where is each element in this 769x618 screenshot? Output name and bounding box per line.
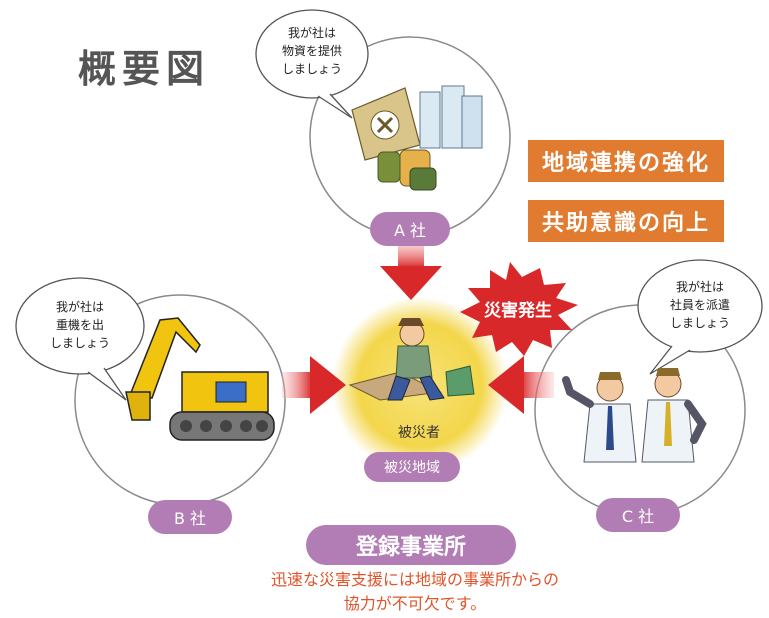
arrow-from-c-icon bbox=[488, 356, 554, 414]
speech-line: しましょう bbox=[49, 336, 110, 350]
disaster-area-label: 被災地域 bbox=[364, 452, 460, 482]
speech-line: 物資を提供 bbox=[281, 44, 342, 58]
speech-bubble-b bbox=[15, 277, 145, 401]
benefit-mutual-aid: 共助意識の向上 bbox=[528, 200, 724, 242]
speech-line: しましょう bbox=[669, 316, 730, 330]
speech-line: 我が社は bbox=[287, 26, 336, 40]
arrow-from-b-icon bbox=[282, 356, 346, 414]
page-title: 概要図 bbox=[78, 47, 211, 91]
speech-line: 重機を出 bbox=[55, 318, 104, 332]
benefit-regional-cooperation: 地域連携の強化 bbox=[528, 140, 724, 182]
speech-line: 社員を派遣 bbox=[669, 298, 730, 312]
workers-illustration-icon bbox=[562, 368, 707, 463]
speech-bubble-c bbox=[637, 259, 763, 375]
arrow-from-a-icon bbox=[380, 238, 442, 300]
excavator-illustration-icon bbox=[125, 317, 275, 441]
disaster-burst-icon bbox=[460, 262, 578, 356]
company-c-label: C 社 bbox=[596, 498, 680, 532]
disaster-label: 災害発生 bbox=[484, 301, 552, 321]
speech-line: 我が社は bbox=[55, 300, 104, 314]
company-a-label: A 社 bbox=[370, 212, 450, 246]
footer-line: 協力が不可欠です。 bbox=[343, 594, 487, 613]
company-b-label: B 社 bbox=[148, 500, 232, 534]
footer-line: 迅速な災害支援には地域の事業所からの bbox=[270, 570, 559, 589]
footer-message: 迅速な災害支援には地域の事業所からの 協力が不可欠です。 bbox=[220, 568, 610, 616]
speech-text-c: 我が社は 社員を派遣 しましょう bbox=[648, 278, 752, 332]
speech-bubble-a bbox=[255, 9, 369, 119]
speech-line: 我が社は bbox=[675, 280, 724, 294]
supplies-illustration-icon bbox=[351, 85, 483, 191]
speech-line: しましょう bbox=[281, 62, 342, 76]
registered-business-label: 登録事業所 bbox=[306, 525, 516, 565]
speech-text-b: 我が社は 重機を出 しましょう bbox=[28, 298, 132, 352]
victim-illustration-icon bbox=[348, 318, 475, 401]
speech-text-a: 我が社は 物資を提供 しましょう bbox=[266, 24, 358, 78]
victim-label: 被災者 bbox=[398, 425, 440, 441]
